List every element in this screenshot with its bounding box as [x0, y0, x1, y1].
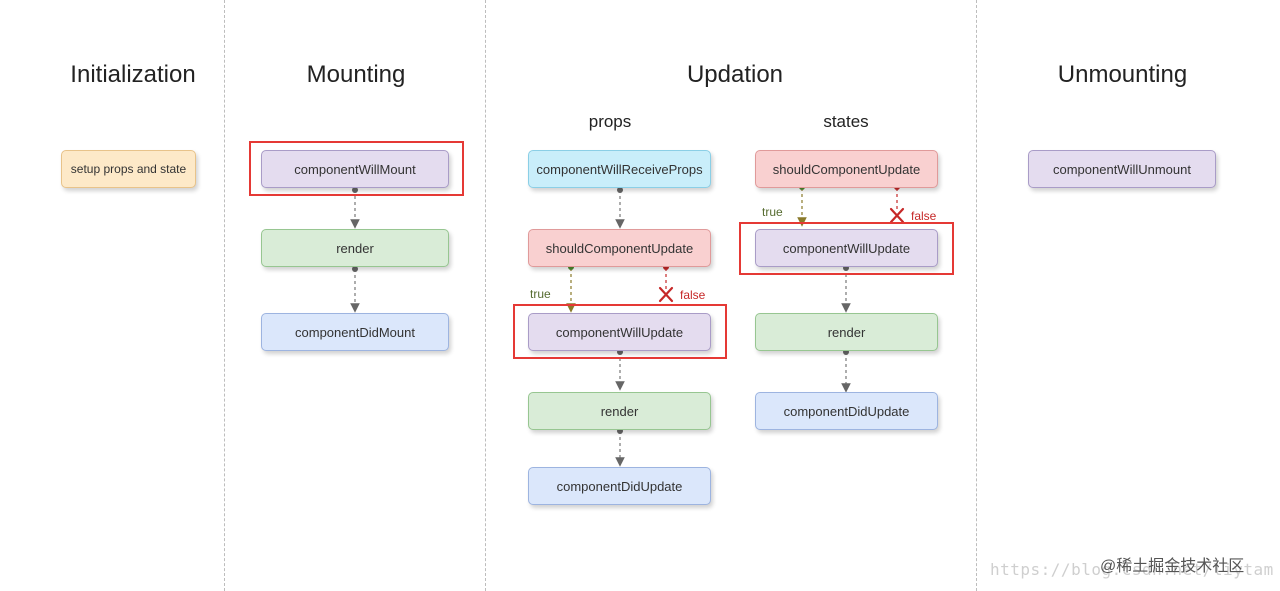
component-will-unmount-node: componentWillUnmount — [1028, 150, 1216, 188]
component-will-mount-node: componentWillMount — [261, 150, 449, 188]
props-true-label: true — [530, 287, 551, 301]
highlight-box — [739, 222, 954, 275]
props-component-will-update-node: componentWillUpdate — [528, 313, 711, 351]
phase-title-initialization: Initialization — [70, 61, 196, 88]
connector-dot — [617, 187, 623, 193]
states-component-will-update-node: componentWillUpdate — [755, 229, 938, 267]
phase-title-updation: Updation — [686, 61, 784, 88]
connector-dot — [352, 187, 358, 193]
states-component-did-update-node: componentDidUpdate — [755, 392, 938, 430]
component-will-receive-props-node: componentWillReceiveProps — [528, 150, 711, 188]
subphase-title-states: states — [823, 112, 869, 131]
states-false-label: false — [911, 209, 937, 223]
states-true-label: true — [762, 205, 783, 219]
highlight-box — [249, 141, 464, 196]
mount-render-node: render — [261, 229, 449, 267]
phase-title-unmounting: Unmounting — [1057, 61, 1188, 88]
component-did-mount-node: componentDidMount — [261, 313, 449, 351]
false-x-icon — [658, 286, 674, 303]
connector-dot — [352, 266, 358, 272]
watermark-brand: @稀土掘金技术社区 — [1100, 558, 1245, 575]
column-divider — [976, 0, 977, 591]
props-component-did-update-node: componentDidUpdate — [528, 467, 711, 505]
props-should-component-update-node: shouldComponentUpdate — [528, 229, 711, 267]
column-divider — [485, 0, 486, 591]
column-divider — [224, 0, 225, 591]
setup-props-and-state-node: setup props and state — [61, 150, 196, 188]
highlight-box — [513, 304, 727, 359]
props-false-label: false — [680, 288, 706, 302]
states-render-node: render — [755, 313, 938, 351]
states-should-component-update-node: shouldComponentUpdate — [755, 150, 938, 188]
subphase-title-props: props — [588, 112, 632, 131]
props-render-node: render — [528, 392, 711, 430]
watermark-site-url: https://blog.csdn.net/liytam — [990, 560, 1274, 579]
false-x-icon — [889, 207, 905, 224]
phase-title-mounting: Mounting — [306, 61, 406, 88]
